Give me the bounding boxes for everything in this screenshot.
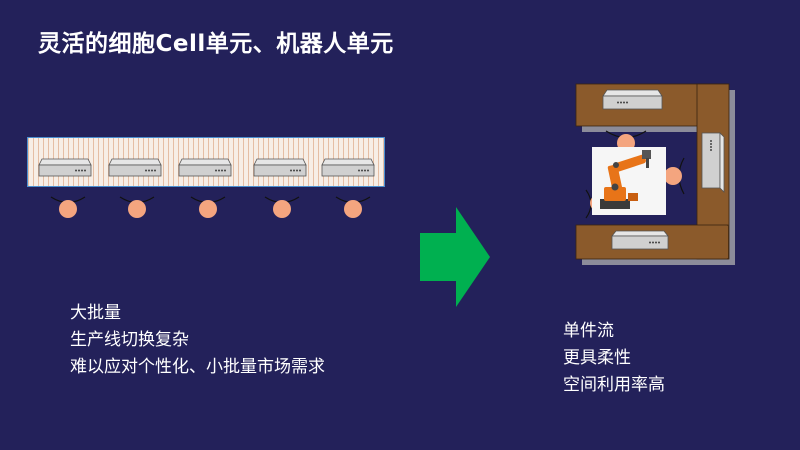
worker-icon xyxy=(664,157,685,195)
worker-icon xyxy=(50,196,86,218)
left-point: 难以应对个性化、小批量市场需求 xyxy=(70,357,325,377)
right-point: 单件流 xyxy=(563,321,614,341)
machine-icon xyxy=(38,158,92,177)
right-point: 更具柔性 xyxy=(563,348,631,368)
machine-icon xyxy=(108,158,162,177)
robot-arm-icon xyxy=(592,147,666,215)
worker-icon xyxy=(119,196,155,218)
worker-icon xyxy=(264,196,300,218)
machine-icon xyxy=(602,89,663,110)
left-point: 生产线切换复杂 xyxy=(70,330,189,350)
robot-image xyxy=(592,147,666,215)
right-points: 单件流 更具柔性 空间利用率高 xyxy=(563,318,665,399)
machine-icon xyxy=(611,230,669,250)
worker-icon xyxy=(190,196,226,218)
machine-icon xyxy=(253,158,307,177)
right-arrow-icon xyxy=(420,207,490,307)
right-point: 空间利用率高 xyxy=(563,375,665,395)
machine-icon xyxy=(321,158,375,177)
left-point: 大批量 xyxy=(70,303,121,323)
production-line xyxy=(27,137,385,187)
left-points: 大批量 生产线切换复杂 难以应对个性化、小批量市场需求 xyxy=(70,300,325,381)
worker-icon xyxy=(335,196,371,218)
machine-icon xyxy=(178,158,232,177)
machine-icon xyxy=(701,132,725,193)
slide-title: 灵活的细胞Cell单元、机器人单元 xyxy=(38,31,394,57)
